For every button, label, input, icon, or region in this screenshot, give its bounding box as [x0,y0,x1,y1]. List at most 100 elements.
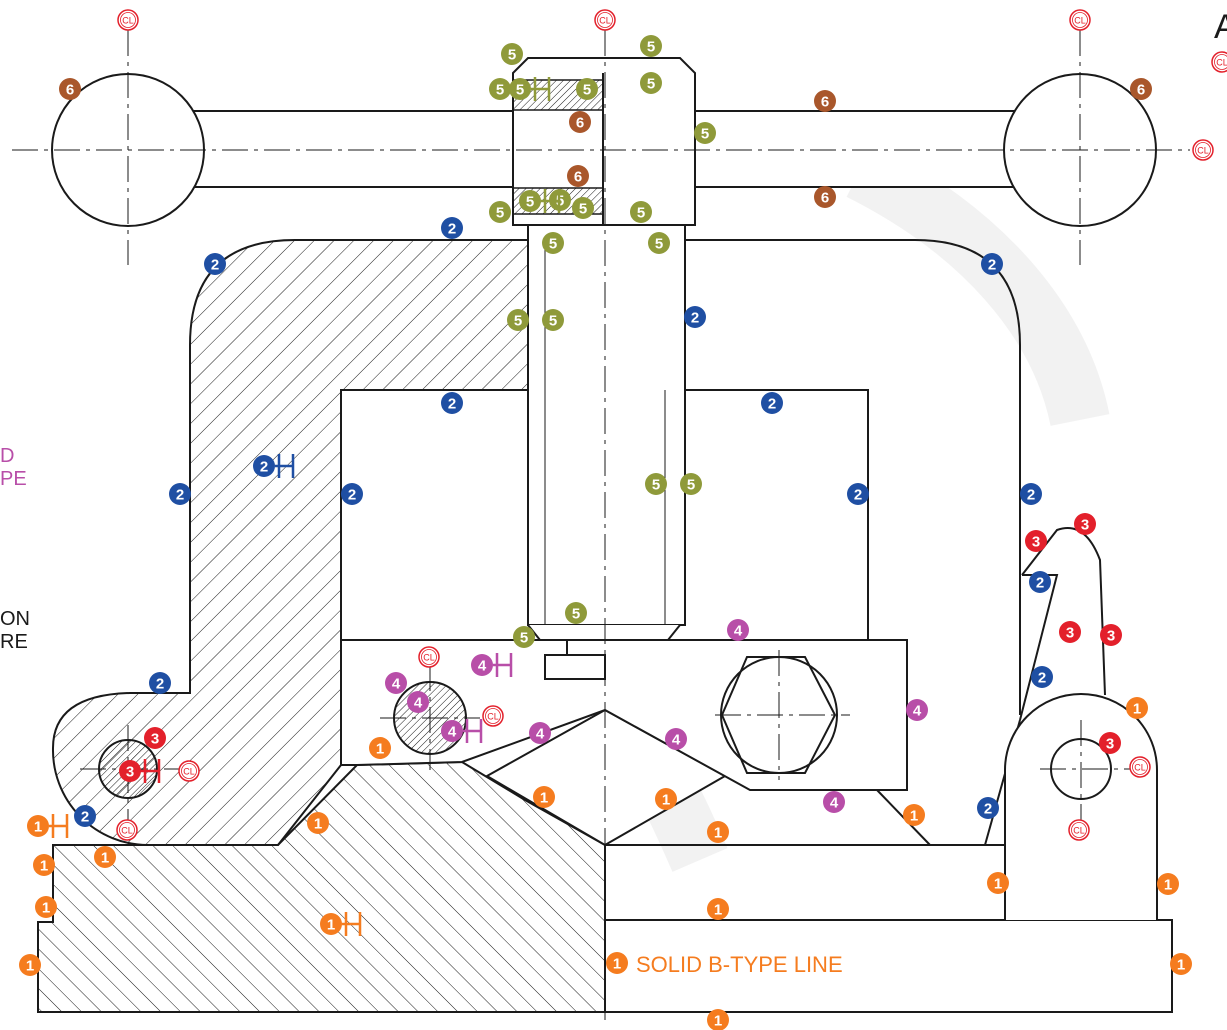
svg-text:2: 2 [260,459,268,476]
svg-text:6: 6 [1137,82,1145,99]
cl-label: CL [1197,145,1209,155]
number-badge-icon: 1 [1126,697,1148,719]
number-badge-icon: 3 [1074,513,1096,535]
cl-marker-icon: CL [1192,139,1214,161]
number-badge-icon: 5 [513,626,535,648]
number-badge-icon: 5 [572,197,594,219]
cl-label: CL [1073,825,1085,835]
cl-marker-icon: CL [1129,756,1151,778]
svg-text:5: 5 [514,313,522,330]
svg-text:5: 5 [579,201,587,218]
cl-label: CL [487,711,499,721]
number-badge-icon: 1 [35,896,57,918]
svg-text:6: 6 [66,82,74,99]
cl-label: CL [121,825,133,835]
number-badge-icon: 1 [94,846,116,868]
svg-text:1: 1 [42,900,50,917]
number-badge-icon: 1 [987,872,1009,894]
svg-text:1: 1 [714,825,722,842]
svg-text:2: 2 [448,221,456,238]
svg-text:1: 1 [101,850,109,867]
svg-text:2: 2 [448,396,456,413]
svg-text:6: 6 [574,169,582,186]
svg-text:5: 5 [652,477,660,494]
number-badge-icon: 1 [655,788,677,810]
number-badge-icon: 5 [630,201,652,223]
number-badge-icon: 5 [645,473,667,495]
svg-text:5: 5 [647,39,655,56]
svg-text:3: 3 [126,764,134,781]
svg-text:1: 1 [613,956,621,973]
number-badge-icon: 1 [903,804,925,826]
svg-text:2: 2 [988,257,996,274]
number-badge-icon: 5 [542,232,564,254]
svg-text:1: 1 [662,792,670,809]
thickness-marker-icon: 4 [441,719,483,743]
svg-text:5: 5 [516,82,524,99]
cl-label: CL [122,15,134,25]
svg-text:4: 4 [478,658,487,675]
number-badge-icon: 5 [507,309,529,331]
number-badge-icon: 1 [33,854,55,876]
cl-label: CL [423,652,435,662]
number-badge-icon: 4 [529,722,551,744]
thickness-marker-icon: 4 [471,653,513,677]
svg-text:1: 1 [540,790,548,807]
svg-text:5: 5 [583,82,591,99]
svg-text:3: 3 [1107,628,1115,645]
svg-text:4: 4 [734,623,743,640]
number-badge-icon: 2 [169,483,191,505]
svg-text:5: 5 [520,630,528,647]
number-badge-icon: 3 [1059,621,1081,643]
number-badge-icon: 5 [694,122,716,144]
number-badge-icon: 4 [665,728,687,750]
number-badge-icon: 6 [1130,78,1152,100]
number-badge-icon: 5 [640,35,662,57]
number-badge-icon: 2 [1029,571,1051,593]
number-badge-icon: 1 [369,737,391,759]
screw-shaft [527,224,686,626]
number-badge-icon: 1 [19,954,41,976]
svg-text:1: 1 [314,816,322,833]
svg-text:5: 5 [508,47,516,64]
svg-text:5: 5 [687,477,695,494]
svg-text:6: 6 [576,115,584,132]
number-badge-icon: 4 [727,619,749,641]
svg-text:2: 2 [854,487,862,504]
number-badge-icon: 5 [501,43,523,65]
cl-marker-icon: CL [594,9,616,31]
cl-marker-icon: CL [116,819,138,841]
number-badge-icon: 2 [977,797,999,819]
number-badge-icon: 5 [680,473,702,495]
svg-text:4: 4 [392,676,401,693]
cl-label: CL [183,766,195,776]
svg-text:1: 1 [1164,877,1172,894]
number-badge-icon: 4 [407,691,429,713]
thickness-marker-icon: 5 [519,189,561,213]
number-badge-icon: 1 [1170,953,1192,975]
svg-text:5: 5 [701,126,709,143]
number-badge-icon: 2 [74,805,96,827]
number-badge-icon: 2 [1020,483,1042,505]
number-badge-icon: 6 [59,78,81,100]
left-text-black: ON RE [0,608,30,653]
number-badge-icon: 5 [542,309,564,331]
number-badge-icon: 5 [648,232,670,254]
svg-text:1: 1 [376,741,384,758]
cl-marker-icon: CL [1069,9,1091,31]
cl-label: CL [1074,15,1086,25]
svg-text:6: 6 [821,190,829,207]
svg-text:1: 1 [40,858,48,875]
number-badge-icon: 2 [149,672,171,694]
cl-marker-icon: CL [418,646,440,668]
number-badge-icon: 4 [385,672,407,694]
cl-label: CL [1216,57,1227,67]
cl-label: CL [1134,762,1146,772]
number-badge-icon: 3 [144,727,166,749]
number-badge-icon: 2 [981,253,1003,275]
number-badge-icon: 2 [441,392,463,414]
svg-text:3: 3 [1081,517,1089,534]
thickness-marker-icon: 1 [27,814,69,838]
number-badge-icon: 6 [569,111,591,133]
